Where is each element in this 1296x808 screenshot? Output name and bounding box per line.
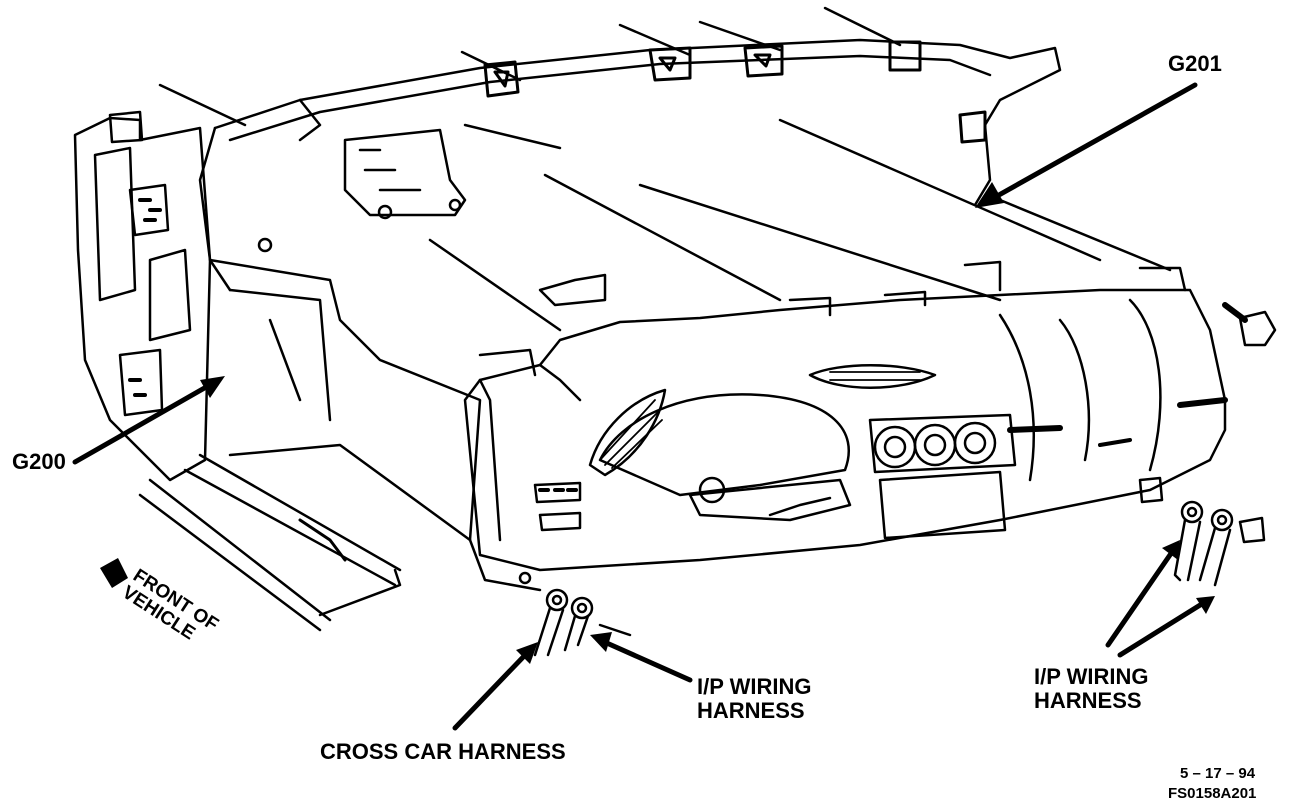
rocker-panel [138,443,472,632]
left-ring-terminals [533,588,632,657]
g200-label: G200 [12,449,66,474]
ip-right-arrow-2 [1117,599,1208,658]
arrow-heads [100,182,1215,664]
ip-left-arrow [597,637,693,683]
g201-label: G201 [1168,51,1222,76]
instrument-panel-body [463,260,1228,592]
cowl-structure [208,128,607,542]
cross-car-harness-label: CROSS CAR HARNESS [320,739,566,764]
date-label: 5 – 17 – 94 [1180,765,1256,782]
g200-arrow [72,379,218,465]
ip-left-line1: I/P WIRING [697,674,812,699]
ip-right-line2: HARNESS [1034,688,1142,713]
ip-wiring-harness-right-label: I/P WIRING HARNESS [1034,665,1149,713]
figure-id-label: FS0158A201 [1168,785,1257,802]
dash-top-outline [158,6,1172,302]
dash-clips [483,40,987,144]
g201-arrow [987,82,1198,203]
left-pillar [73,110,212,482]
cross-car-arrow [452,649,531,731]
ip-wiring-harness-left-label: I/P WIRING HARNESS [697,675,812,723]
ip-right-arrow-1 [1105,549,1175,648]
bolt [1222,302,1277,347]
ip-left-line2: HARNESS [697,698,805,723]
leader-arrows [72,82,1208,731]
ip-right-line1: I/P WIRING [1034,664,1149,689]
front-arrow-icon [100,558,128,588]
right-ring-terminals [1173,500,1266,587]
